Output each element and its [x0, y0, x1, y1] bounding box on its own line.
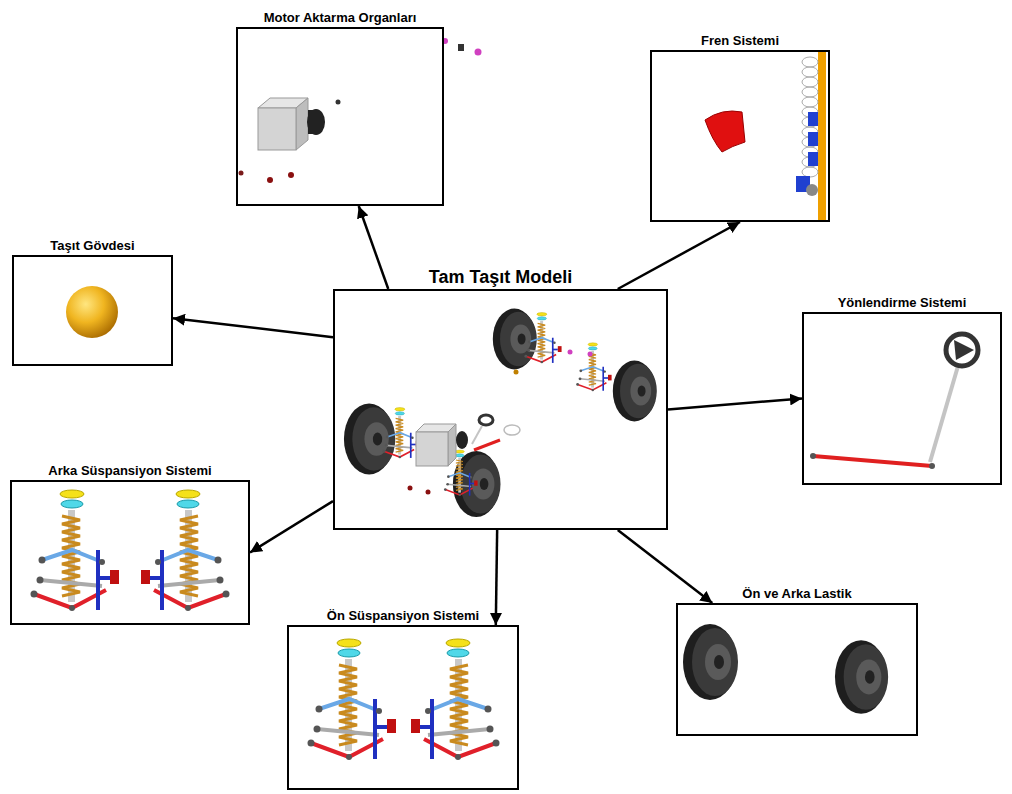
node-heading: Taşıt Gövdesi — [50, 239, 134, 254]
steering-art-part — [813, 456, 932, 466]
brake-art-part-part — [802, 57, 818, 67]
full-vehicle-art-part — [472, 426, 482, 444]
body-box: Taşıt Gövdesi — [12, 255, 173, 366]
arrow-connector — [359, 206, 389, 289]
brake-art-part-part — [802, 87, 818, 97]
steering-art-part — [929, 463, 935, 469]
powertrain-art-part — [288, 172, 294, 178]
full-vehicle-art-part — [524, 313, 561, 364]
powertrain-art-part — [458, 44, 464, 51]
brake-art — [705, 52, 826, 220]
full-vehicle-art-part — [416, 432, 448, 466]
node-heading: Arka Süspansiyon Sistemi — [48, 464, 211, 479]
body-sphere — [66, 286, 118, 338]
powertrain-art-part — [258, 108, 296, 150]
powertrain-art-part — [336, 100, 341, 105]
tire-box: Ön ve Arka Lastik — [676, 603, 918, 736]
powertrain-art-part — [239, 171, 244, 176]
powertrain-art — [239, 38, 482, 183]
arrow-connector — [173, 318, 333, 337]
powertrain-art-part — [475, 49, 482, 56]
full-vehicle-art-part — [479, 415, 493, 425]
full-vehicle-art-part — [514, 370, 519, 375]
brake-art-part — [806, 184, 818, 196]
tires-art-part — [683, 624, 738, 700]
full-vehicle-art-part — [382, 408, 419, 459]
full-vehicle-art-part — [568, 350, 573, 355]
brake-art-part — [818, 52, 826, 220]
brake-art-part — [808, 152, 818, 166]
brake-art-part — [808, 112, 818, 126]
full-vehicle-art-part — [493, 309, 537, 370]
arrow-connector — [618, 222, 740, 289]
steering-box: Yönlendirme Sistemi — [802, 312, 1002, 485]
powertrain-art-part — [267, 177, 273, 183]
steering-art-part — [810, 453, 816, 459]
node-heading: Ön Süspansiyon Sistemi — [327, 609, 479, 624]
arrow-connector — [668, 399, 802, 410]
powertrain-art-part — [296, 98, 308, 150]
tires-art-part — [835, 640, 888, 713]
steering-art-part — [930, 366, 958, 462]
brake-art-part — [808, 132, 818, 146]
arrow-connector — [496, 530, 497, 625]
brake-art-part-part — [802, 167, 818, 177]
brake-art-part-part — [802, 97, 818, 107]
body-sphere-part — [66, 286, 118, 338]
full-vehicle-art-part — [613, 361, 657, 422]
full-vehicle-art-part — [474, 440, 500, 450]
full-vehicle-art-part — [456, 431, 468, 449]
front-suspension-art-part — [308, 639, 397, 760]
rear-suspension-art-part-part — [141, 490, 230, 611]
front-suspension-art — [308, 639, 500, 760]
steering-art — [810, 334, 978, 469]
brake-art-part-part — [802, 67, 818, 77]
node-heading: Motor Aktarma Organları — [264, 11, 417, 26]
full-vehicle-art-part — [448, 424, 456, 466]
node-heading: Ön ve Arka Lastik — [742, 587, 851, 602]
full-vehicle-art-part — [408, 486, 413, 491]
node-heading: Fren Sistemi — [701, 34, 779, 49]
arrow-connector — [250, 501, 333, 552]
steering-art-part — [946, 334, 978, 366]
node-heading: Tam Taşıt Modeli — [429, 267, 572, 288]
full-vehicle-art-part — [426, 490, 431, 495]
brake-art-part — [802, 57, 818, 177]
rear-suspension-art — [31, 490, 230, 611]
rear-suspension-art-part — [141, 490, 230, 611]
powertrain-art-part — [307, 109, 325, 135]
brake-box: Fren Sistemi — [650, 50, 830, 222]
tires-art — [683, 624, 888, 714]
full-model-box: Tam Taşıt Modeli — [333, 289, 668, 530]
full-vehicle-art-part — [504, 425, 520, 435]
rear-suspension-box: Arka Süspansiyon Sistemi — [10, 480, 250, 625]
full-vehicle-art-part — [344, 404, 395, 475]
brake-art-part — [705, 111, 745, 152]
powertrain-art-part — [308, 110, 316, 134]
front-suspension-box: Ön Süspansiyon Sistemi — [287, 625, 519, 790]
node-heading: Yönlendirme Sistemi — [838, 296, 967, 311]
arrow-connector — [618, 530, 713, 603]
brake-art-part-part — [802, 77, 818, 87]
rear-suspension-art-part — [31, 490, 120, 611]
front-suspension-art-part — [411, 639, 500, 760]
full-vehicle-art-part — [576, 343, 611, 391]
powertrain-box: Motor Aktarma Organları — [236, 27, 444, 206]
full-vehicle-art-part — [588, 352, 593, 357]
full-vehicle-art — [344, 309, 657, 517]
steering-art-part — [954, 340, 974, 360]
front-suspension-art-part-part — [411, 639, 500, 760]
